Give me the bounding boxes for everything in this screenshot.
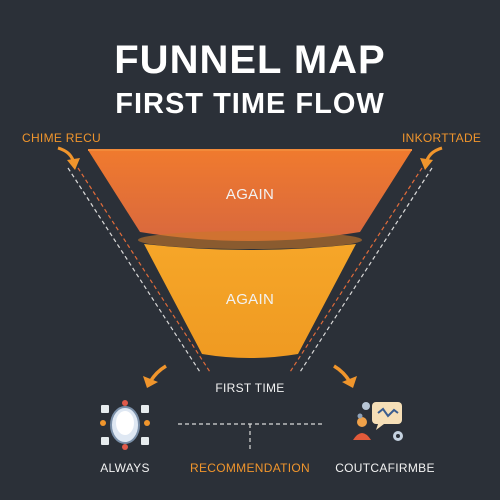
lower-stage-label: AGAIN bbox=[225, 291, 275, 308]
always-label: ALWAYS bbox=[100, 461, 150, 475]
arrow-bottom-right-icon bbox=[333, 364, 357, 388]
top-left-label: CHIME RECU bbox=[22, 131, 102, 145]
upper-stage-label: AGAIN bbox=[225, 186, 275, 203]
funnel-stage-upper bbox=[88, 149, 412, 241]
arrow-top-right-icon bbox=[420, 146, 443, 170]
first-time-label: FIRST TIME bbox=[215, 381, 285, 395]
guide-lines bbox=[67, 167, 433, 373]
top-right-label: INKORTTADE bbox=[402, 131, 482, 145]
user-chat-icon bbox=[353, 402, 403, 441]
coutcafirmbe-label: COUTCAFIRMBE bbox=[335, 461, 435, 475]
gear-ring-icon bbox=[100, 400, 150, 450]
page-subtitle: FIRST TIME FLOW bbox=[115, 88, 385, 120]
page-title: FUNNEL MAP bbox=[114, 38, 386, 82]
arrow-bottom-left-icon bbox=[143, 364, 167, 388]
funnel-stage-lower bbox=[138, 231, 362, 358]
recommendation-label: RECOMMENDATION bbox=[190, 461, 310, 475]
bottom-connector bbox=[178, 423, 322, 452]
arrow-top-left-icon bbox=[57, 146, 80, 170]
